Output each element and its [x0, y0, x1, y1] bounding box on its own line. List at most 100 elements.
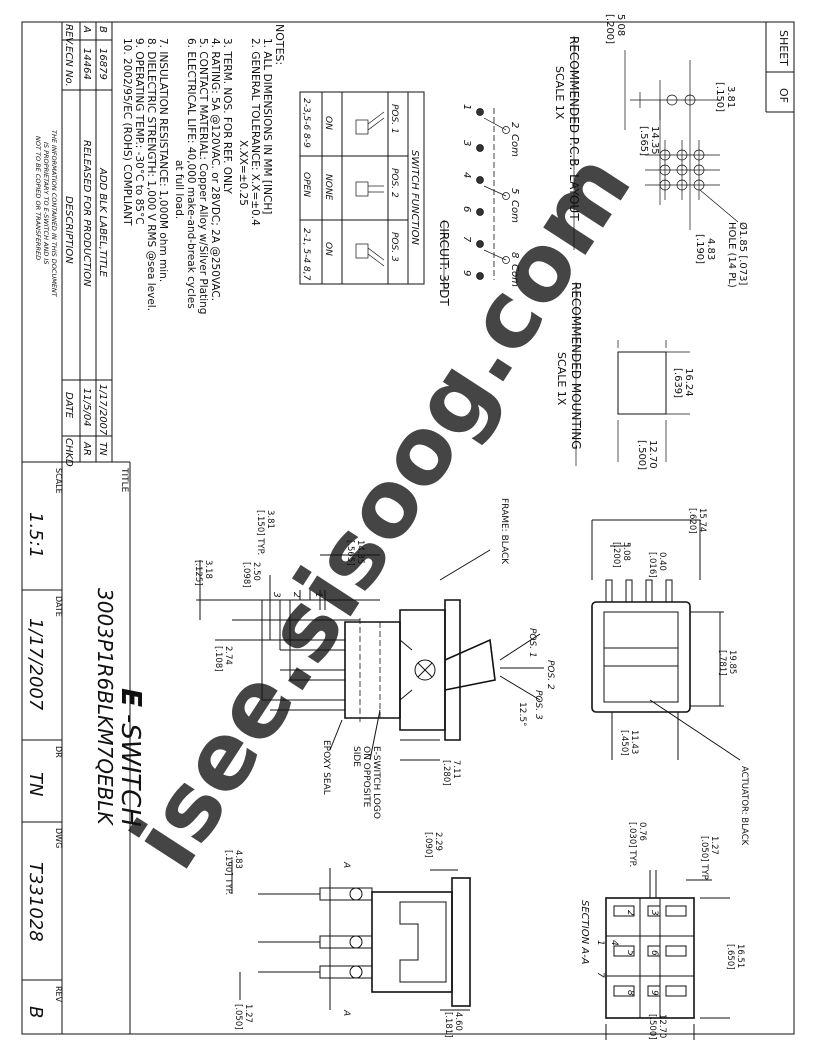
mounting-view: RECOMMENDED MOUNTING SCALE 1X 16.24 [.63…: [555, 282, 694, 470]
bottom-dim-3-in: [.050]: [233, 1004, 243, 1030]
circuit-pin-3: 3: [461, 140, 472, 146]
bottom-dim-3: 1.27: [243, 1004, 253, 1023]
date-label: DATE: [54, 596, 63, 617]
bottom-dim-4-in: [.181]: [443, 1012, 453, 1038]
circuit-pin-5: 5: [509, 188, 520, 194]
circuit-pin-6: 6: [461, 206, 472, 212]
rev-header-date: DATE: [63, 392, 74, 419]
pcb-layout-view: RECOMMENDED P.C.B. LAYOUT SCALE 1X 5.08 …: [553, 14, 749, 288]
revision-block: B 16879 ADD BLK LABEL,TITLE 1/17/2007 TN…: [22, 22, 113, 467]
side-dim-3-in: [.098]: [241, 562, 251, 588]
pcb-hole-grid: [624, 50, 739, 230]
pos3-label: POS. 3: [533, 690, 543, 720]
rev-b-letter: B: [97, 26, 108, 33]
note-4: 4. RATING: 5A @120VAC. or 28VDC; 2A @250…: [209, 38, 221, 301]
section-dim-4-in: [.500]: [647, 1014, 657, 1040]
angle-label: 12.5°: [517, 702, 527, 727]
table-state-pos3: ON: [323, 242, 333, 256]
note-2b: X.XX=±0.25: [237, 140, 249, 206]
circuit-pin-1: 1: [461, 104, 472, 110]
table-state-pos1: ON: [323, 116, 333, 130]
section-pin-7: 7: [595, 972, 605, 978]
date-value: 1/17/2007: [25, 618, 46, 711]
section-marker-bottom: A: [341, 1009, 351, 1016]
note-2: 2. GENERAL TOLERANCE: X.X=±0.4: [249, 38, 261, 226]
section-marker-top: A: [341, 861, 351, 868]
circuit-pin-4: 4: [461, 172, 472, 178]
circuit-com-3: Com: [509, 264, 520, 287]
section-dim-2-in: [.030] TYP.: [627, 822, 637, 867]
side-dim-5-in: [.108]: [213, 646, 223, 672]
table-conn-pos3: 2-1, 5-4 8,7: [301, 228, 311, 281]
rev-a-chkd: AR: [81, 441, 92, 456]
term-label-2: 2: [291, 592, 301, 598]
table-header-pos1: POS. 1: [389, 104, 399, 134]
circuit-pin-8: 8: [509, 252, 520, 258]
note-7: 7. INSULATION RESISTANCE: 1,000M ohm min…: [157, 38, 169, 282]
side-dim-4-in: [.125]: [193, 560, 203, 586]
side-dim-3: 2.50: [251, 562, 261, 581]
table-header-pos2: POS. 2: [389, 168, 399, 198]
pos2-label: POS. 2: [545, 660, 555, 690]
note-6: 6. ELECTRICAL LIFE: 40,000 make-and-brea…: [185, 38, 197, 309]
mounting-dim-h: 16.24: [683, 368, 694, 397]
side-view: FRAME: BLACK POS. 1 POS. 2 POS. 3 12.5° …: [193, 498, 555, 819]
front-view: 15.74[.620] 5.08[.200] 0.40[.016] 19.85[…: [591, 508, 749, 846]
proprietary-line-1: THE INFORMATION CONTAINED IN THIS DOCUME…: [50, 130, 58, 298]
e-switch-logo: E -SWITCH: [115, 688, 148, 827]
notes-heading: NOTES:: [273, 24, 286, 65]
rev-a-letter: A: [81, 25, 92, 33]
circuit-pin-7: 7: [461, 236, 472, 243]
mounting-cutout: [617, 351, 667, 415]
rev-b-ecn: 16879: [97, 48, 108, 80]
rev-b-chkd: TN: [97, 442, 108, 456]
rev-header-rev: REV.: [63, 24, 74, 46]
side-dim-2: 14.35: [355, 540, 365, 564]
bottom-dim-4: 4.60: [453, 1012, 463, 1031]
notes-block: NOTES: 1. ALL DIMENSIONS IN MM [INCH] 2.…: [121, 24, 286, 314]
side-dim-4: 3.18: [203, 560, 213, 579]
title-label: TITLE: [119, 467, 129, 493]
logo-note-2: ON OPPOSITE: [361, 746, 371, 808]
note-3: 3. TERM. NOS. FOR REF. ONLY: [221, 38, 233, 194]
section-pin-4: 4: [609, 940, 619, 946]
front-dim-1-in: [.620]: [687, 508, 697, 534]
table-conn-pos2: OPEN: [301, 172, 311, 197]
bottom-dim-2: 4.83: [233, 850, 243, 869]
front-dim-3: 0.40: [657, 552, 667, 571]
rev-value: B: [25, 1006, 46, 1018]
brand-name: -SWITCH: [115, 714, 145, 827]
section-pin-1: 1: [595, 940, 605, 946]
section-a-a: SECTION A-A 1 2 3 4 5 6 7 8 9 1.27[.050]…: [579, 822, 745, 1040]
table-title: SWITCH FUNCTION: [409, 150, 420, 245]
pcb-dim-pitch-in: [.200]: [604, 14, 615, 44]
drawn-label: DR: [54, 746, 63, 758]
rev-header-chkd: CHKD: [63, 438, 74, 467]
sheet-of-label: OF: [777, 88, 790, 103]
pcb-hole-dim: Ø1.85 [.073]: [737, 222, 749, 285]
epoxy-label: EPOXY SEAL: [321, 740, 331, 795]
section-pin-8: 8: [625, 990, 635, 996]
section-dim-3-in: [.650]: [725, 944, 735, 970]
drawn-by-value: TN: [25, 772, 46, 796]
pcb-dim-row-in: [.190]: [694, 234, 705, 264]
section-dim-2: 0.76: [637, 822, 647, 841]
bottom-dim-2-in: [.190] TYP.: [223, 850, 233, 895]
rev-b-date: 1/17/2007: [97, 384, 108, 436]
scale-label: SCALE: [54, 468, 63, 494]
dwg-label: DWG: [54, 828, 63, 848]
section-title: SECTION A-A: [579, 900, 590, 965]
table-header-pos3: POS. 3: [389, 232, 399, 262]
note-10: 10. 2002/95/EC (ROHS) COMPLIANT: [121, 38, 133, 226]
part-number: 3003P1R6BLKM7QEBLK: [93, 588, 117, 827]
side-dim-6: 7.11: [451, 760, 461, 779]
proprietary-line-3: NOT TO BE COPIED OR TRANSFERRED: [34, 136, 42, 260]
side-dim-2-in: [.565]: [345, 540, 355, 566]
front-dim-5-in: [.450]: [619, 730, 629, 756]
scale-value: 1.5:1: [25, 512, 46, 558]
bottom-dim-1: 2.29: [433, 832, 443, 851]
proprietary-line-2: IS PROPRIETARY TO E-SWITCH AND IS: [42, 142, 50, 264]
switch-function-table: SWITCH FUNCTION POS. 1 POS. 2 POS. 3 ON …: [299, 91, 425, 285]
term-label-3: 3: [271, 592, 281, 598]
rev-label: REV: [54, 986, 63, 1003]
